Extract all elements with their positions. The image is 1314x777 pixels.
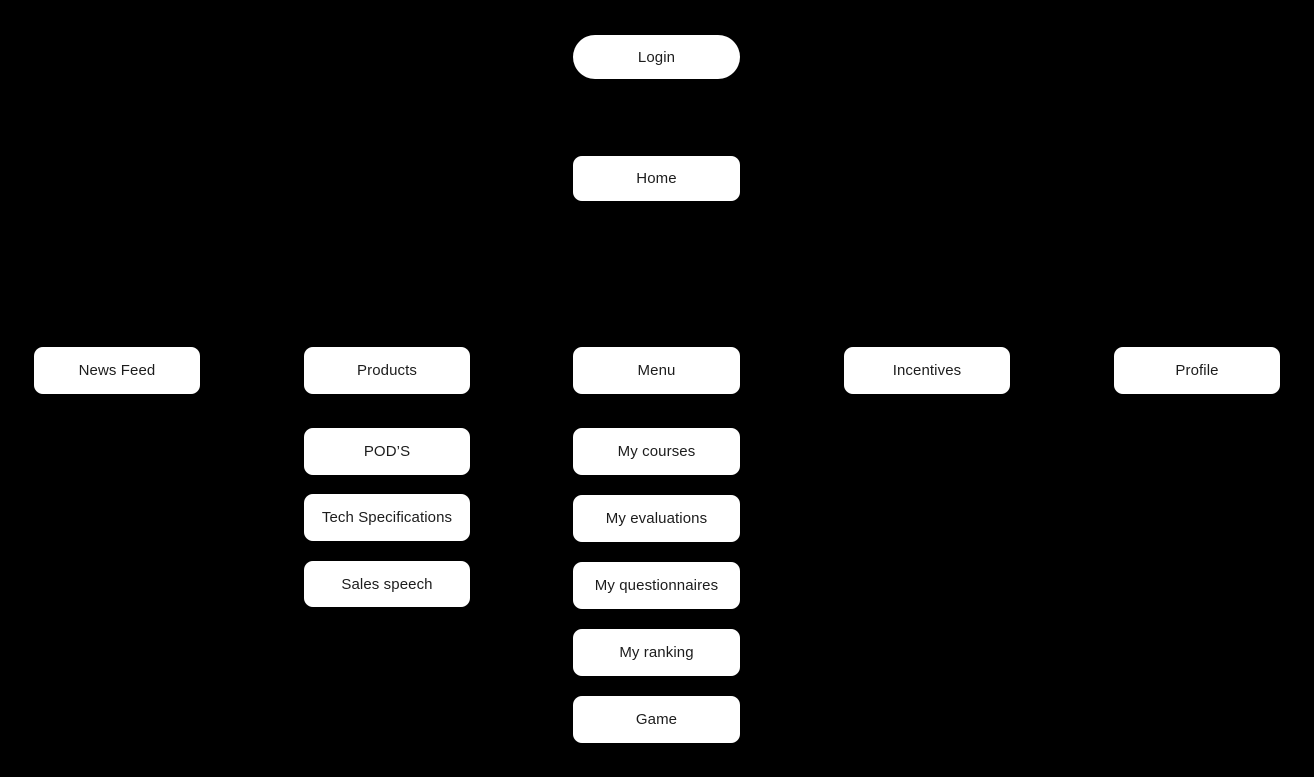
node-my-courses[interactable]: My courses (573, 428, 740, 475)
node-game[interactable]: Game (573, 696, 740, 743)
node-news-feed[interactable]: News Feed (34, 347, 200, 394)
node-menu[interactable]: Menu (573, 347, 740, 394)
node-tech-specifications[interactable]: Tech Specifications (304, 494, 470, 541)
node-login[interactable]: Login (573, 35, 740, 79)
node-incentives[interactable]: Incentives (844, 347, 1010, 394)
node-pods[interactable]: POD’S (304, 428, 470, 475)
node-my-evaluations[interactable]: My evaluations (573, 495, 740, 542)
node-home[interactable]: Home (573, 156, 740, 201)
node-profile[interactable]: Profile (1114, 347, 1280, 394)
node-products[interactable]: Products (304, 347, 470, 394)
node-sales-speech[interactable]: Sales speech (304, 561, 470, 607)
node-my-ranking[interactable]: My ranking (573, 629, 740, 676)
node-my-questionnaires[interactable]: My questionnaires (573, 562, 740, 609)
